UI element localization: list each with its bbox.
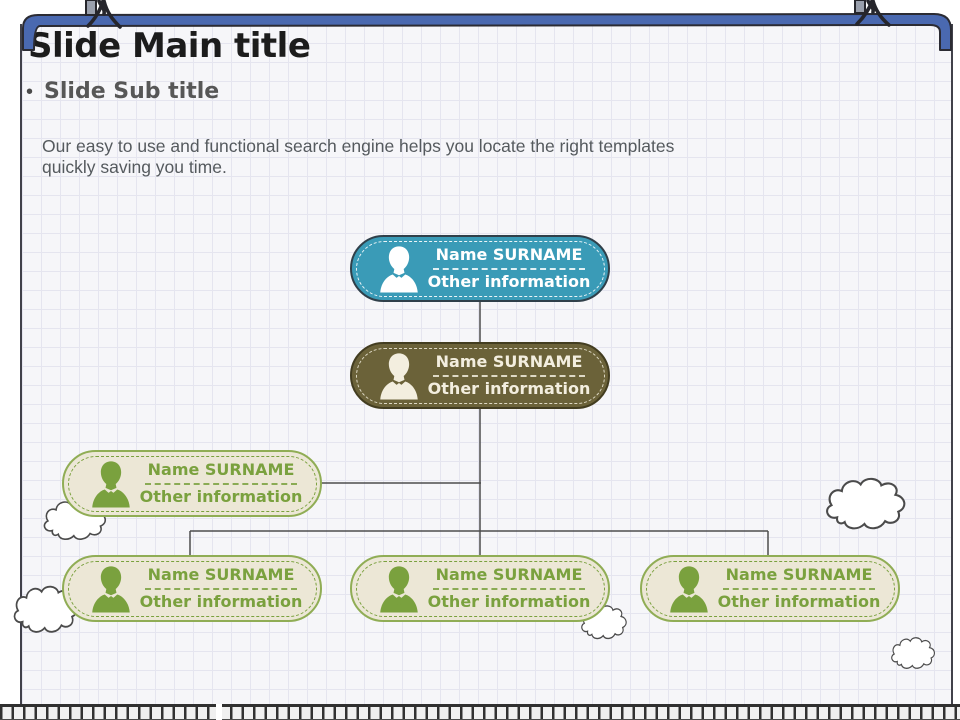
node-name: Name SURNAME — [435, 565, 583, 585]
org-node-child-2: Name SURNAME Other information — [350, 555, 610, 622]
body-line: quickly saving you time. — [42, 157, 227, 177]
node-divider — [433, 267, 585, 270]
org-node-assistant: Name SURNAME Other information — [62, 450, 322, 517]
node-divider — [433, 587, 585, 590]
page-title: Slide Main title — [28, 26, 311, 66]
person-icon — [380, 245, 418, 292]
subtitle-row: • Slide Sub title — [26, 79, 219, 104]
node-text: Name SURNAME Other information — [424, 565, 594, 611]
node-info: Other information — [139, 486, 303, 506]
node-divider — [145, 482, 297, 485]
node-text: Name SURNAME Other information — [424, 352, 594, 398]
person-icon — [92, 565, 130, 612]
node-name: Name SURNAME — [435, 245, 583, 265]
node-info: Other information — [427, 271, 591, 291]
bullet-icon: • — [26, 80, 34, 103]
node-text: Name SURNAME Other information — [136, 460, 306, 506]
node-name: Name SURNAME — [725, 565, 873, 585]
node-name: Name SURNAME — [147, 565, 295, 585]
body-text: Our easy to use and functional search en… — [42, 136, 782, 178]
binding-strip-gap — [216, 704, 222, 720]
node-text: Name SURNAME Other information — [714, 565, 884, 611]
node-text: Name SURNAME Other information — [136, 565, 306, 611]
binding-strip — [0, 704, 960, 720]
org-node-root: Name SURNAME Other information — [350, 235, 610, 302]
node-divider — [145, 587, 297, 590]
right-clip-icon — [854, 0, 891, 27]
left-clip-icon — [85, 0, 122, 29]
node-divider — [433, 374, 585, 377]
node-info: Other information — [427, 378, 591, 398]
node-info: Other information — [717, 591, 881, 611]
body-line: Our easy to use and functional search en… — [42, 136, 675, 156]
person-icon — [380, 565, 418, 612]
org-node-child-1: Name SURNAME Other information — [62, 555, 322, 622]
node-info: Other information — [427, 591, 591, 611]
node-text: Name SURNAME Other information — [424, 245, 594, 291]
node-info: Other information — [139, 591, 303, 611]
org-node-child-3: Name SURNAME Other information — [640, 555, 900, 622]
org-node-manager: Name SURNAME Other information — [350, 342, 610, 409]
node-name: Name SURNAME — [147, 460, 295, 480]
node-name: Name SURNAME — [435, 352, 583, 372]
person-icon — [670, 565, 708, 612]
page-subtitle: Slide Sub title — [44, 79, 220, 104]
person-icon — [92, 460, 130, 507]
person-icon — [380, 352, 418, 399]
node-divider — [723, 587, 875, 590]
